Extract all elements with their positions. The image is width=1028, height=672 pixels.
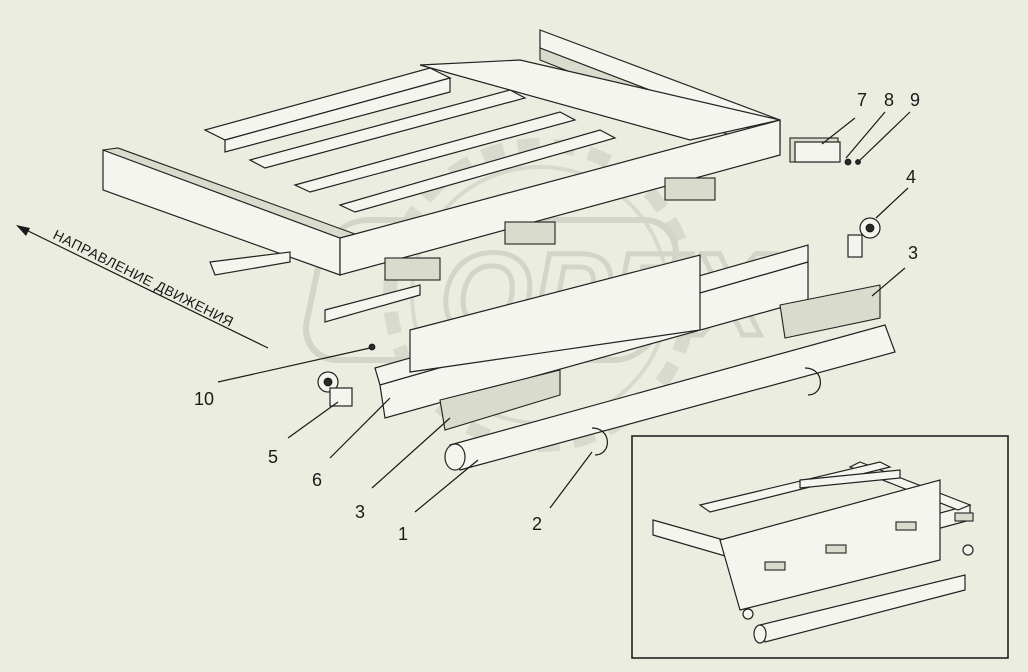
direction-label: НАПРАВЛЕНИЕ ДВИЖЕНИЯ — [51, 226, 237, 329]
callout-3-left: 3 — [355, 502, 365, 522]
lower-subframe — [374, 244, 881, 431]
callout-6: 6 — [312, 470, 322, 490]
callout-8: 8 — [884, 90, 894, 110]
tube-part — [444, 324, 896, 471]
callout-numbers: 7 8 9 4 3 10 5 6 3 1 2 — [194, 90, 920, 544]
direction-indicator: НАПРАВЛЕНИЕ ДВИЖЕНИЯ — [16, 225, 269, 349]
lamp-right — [847, 217, 881, 258]
callout-3-right: 3 — [908, 243, 918, 263]
main-frame — [102, 29, 839, 323]
callout-10: 10 — [194, 389, 214, 409]
callout-1: 1 — [398, 524, 408, 544]
lamp-left — [317, 371, 353, 407]
leader-lines — [217, 111, 911, 513]
u-clamps — [591, 367, 821, 456]
callout-4: 4 — [906, 167, 916, 187]
callout-9: 9 — [910, 90, 920, 110]
callout-5: 5 — [268, 447, 278, 467]
callout-7: 7 — [857, 90, 867, 110]
bolts-set — [368, 141, 861, 351]
inset-view — [631, 435, 1009, 659]
callout-2: 2 — [532, 514, 542, 534]
